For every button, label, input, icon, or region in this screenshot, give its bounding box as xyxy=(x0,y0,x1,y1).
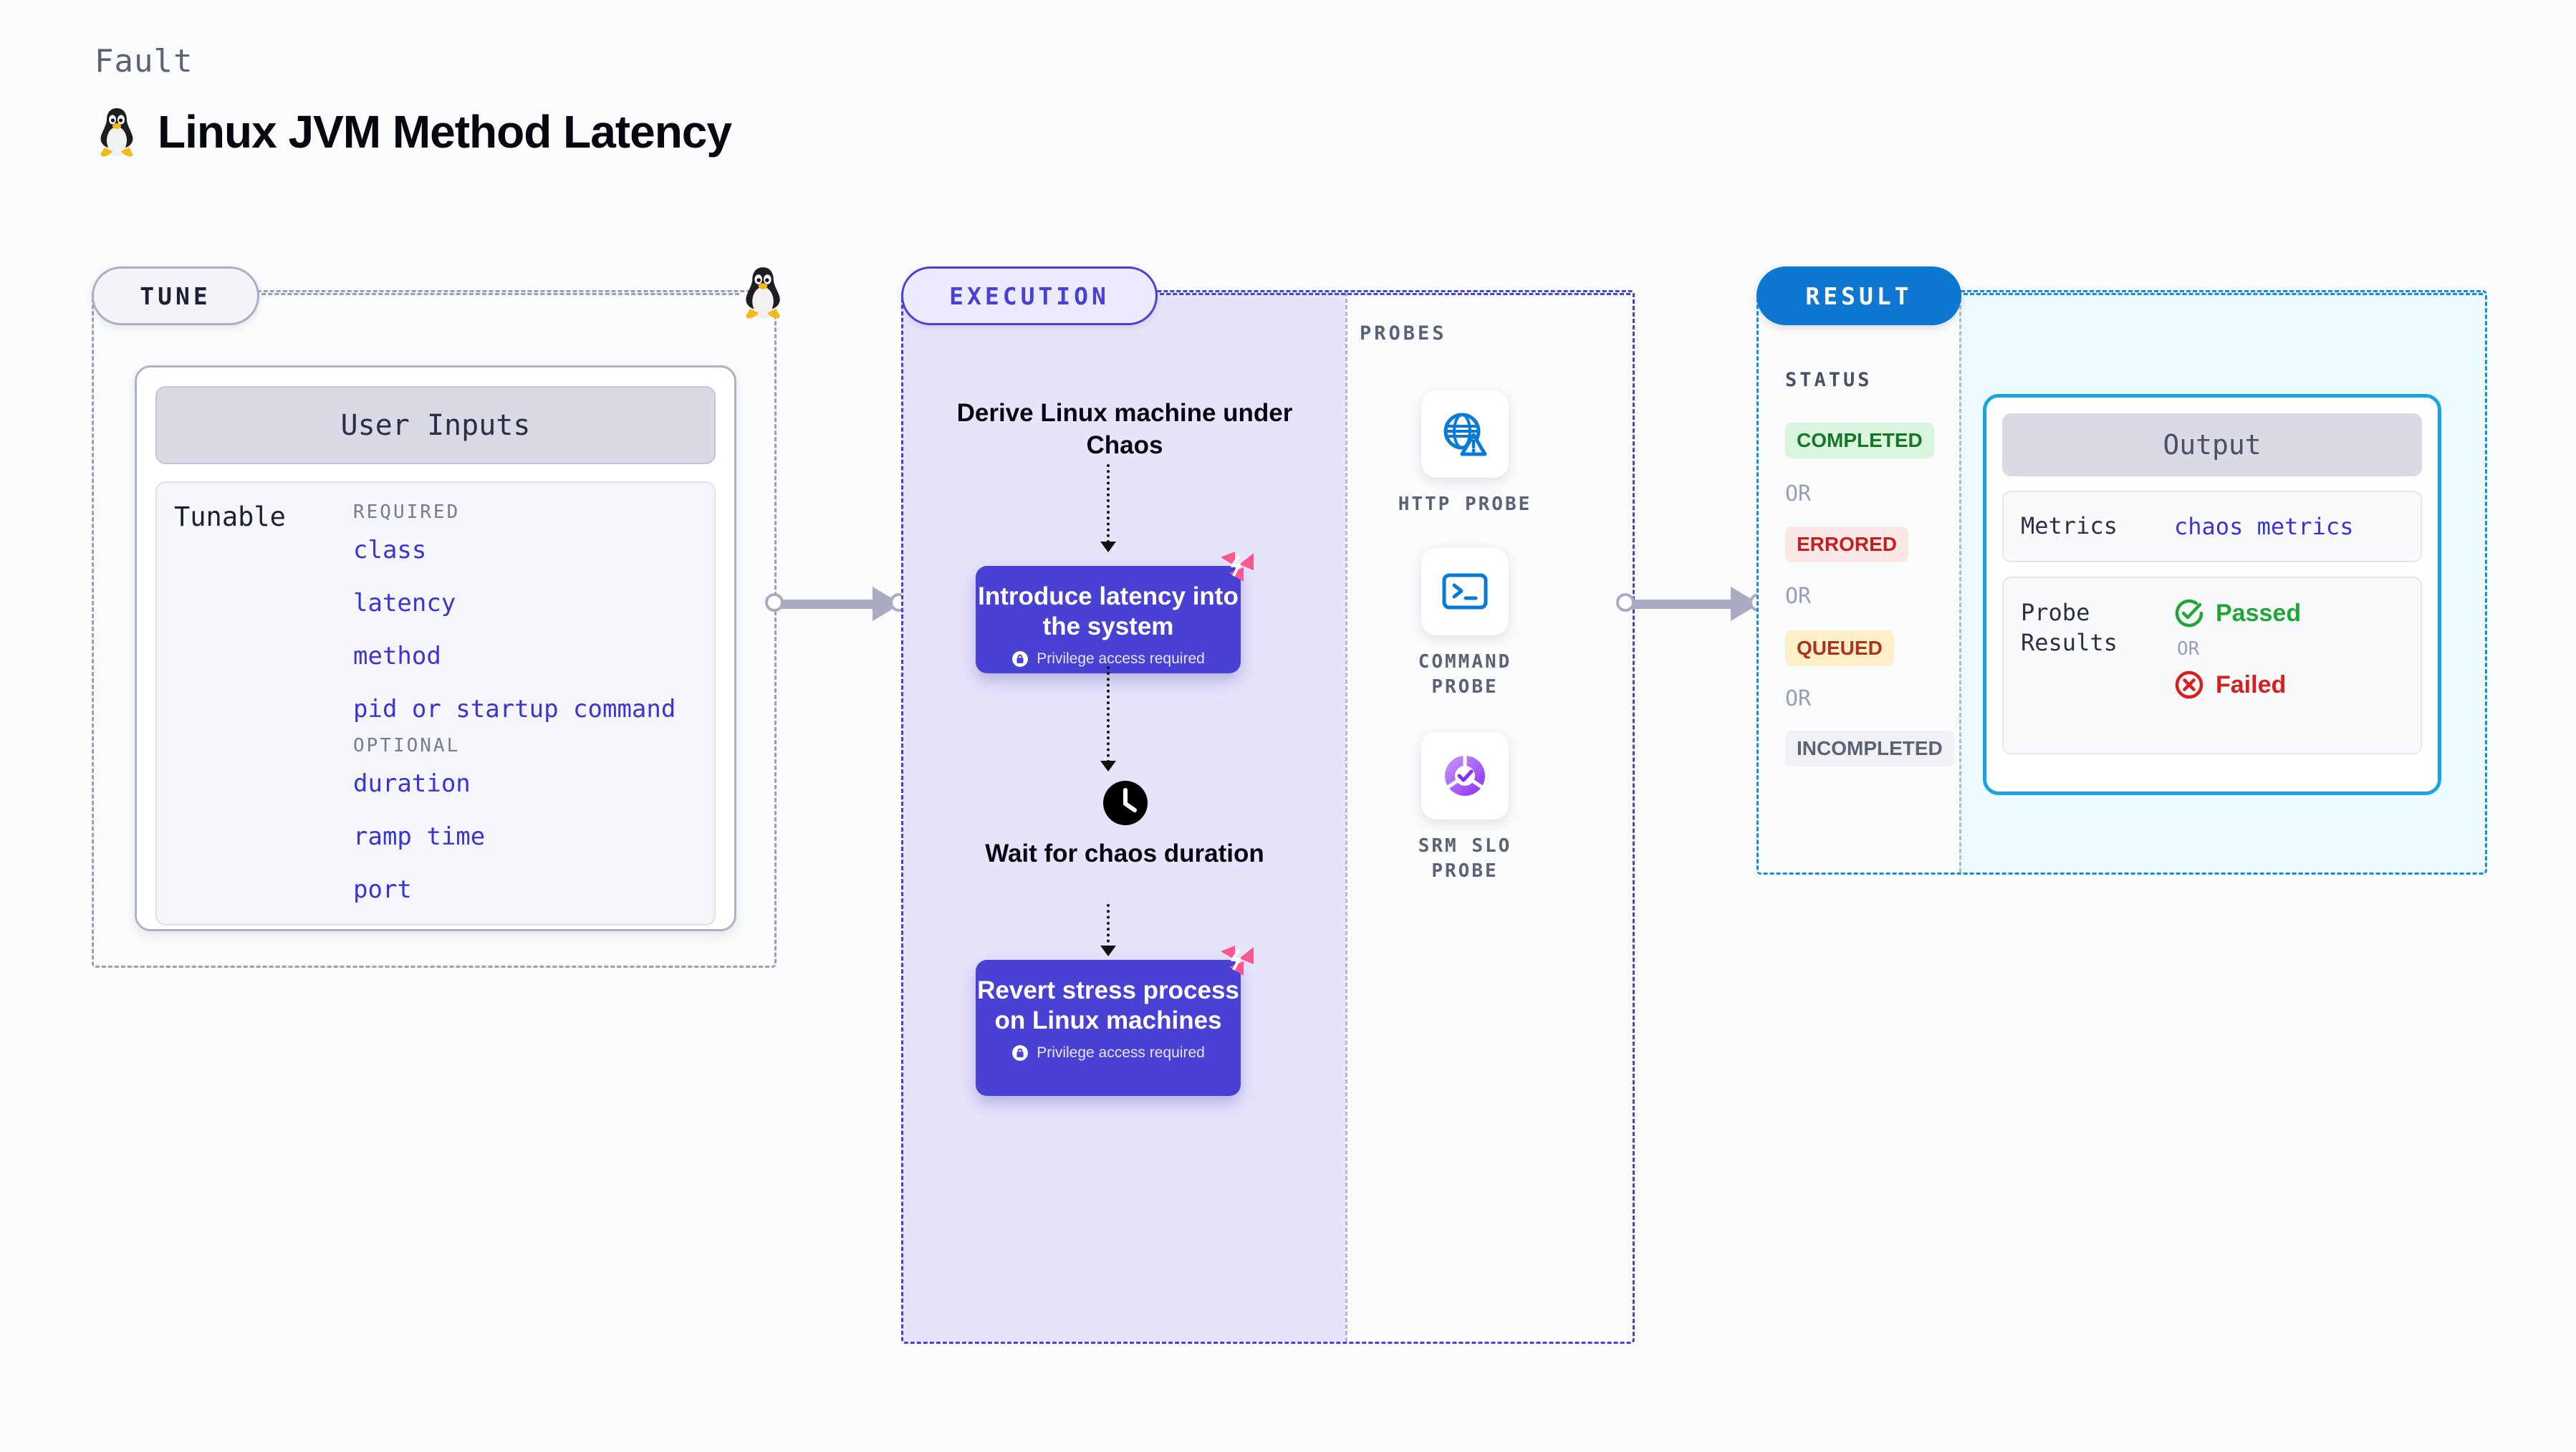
status-badge-queued: QUEUED xyxy=(1785,630,1894,666)
globe-warning-icon xyxy=(1443,413,1487,456)
tunable-item-class[interactable]: class xyxy=(353,536,427,564)
or-separator: OR xyxy=(2177,638,2200,660)
or-separator: OR xyxy=(1785,686,1812,711)
terminal-icon xyxy=(1442,573,1488,610)
tune-to-execution-arrow xyxy=(765,587,908,621)
privilege-note-text: Privilege access required xyxy=(1037,1044,1205,1061)
execution-step-introduce-latency[interactable]: Introduce latency into the system Privil… xyxy=(976,552,1254,673)
user-inputs-card: User Inputs Tunable REQUIRED class laten… xyxy=(135,365,736,931)
privilege-note: Privilege access required xyxy=(976,1044,1241,1062)
tune-pill[interactable]: TUNE xyxy=(92,266,259,325)
metrics-key: Metrics xyxy=(2021,512,2118,540)
probe-srm-slo[interactable]: SRM SLO PROBE xyxy=(1383,732,1547,884)
slo-donut-check-icon xyxy=(1445,754,1485,796)
page-header: Fault Linux JVM Method Latency xyxy=(95,43,732,158)
execution-link-dash xyxy=(1153,293,1630,295)
status-badge-completed: COMPLETED xyxy=(1785,423,1934,458)
metrics-value-link[interactable]: chaos metrics xyxy=(2174,513,2354,540)
execution-step-wait: Wait for chaos duration xyxy=(985,840,1264,867)
group-header-optional: OPTIONAL xyxy=(353,735,461,756)
flow-arrow-1-head xyxy=(1100,542,1116,552)
tune-link-dash xyxy=(255,293,739,295)
privilege-note: Privilege access required xyxy=(976,650,1241,668)
privilege-note-text: Privilege access required xyxy=(1037,650,1205,667)
probe-tile xyxy=(1421,390,1509,478)
probe-results-key: Probe Results xyxy=(2021,599,2118,656)
execution-step-revert-stress[interactable]: Revert stress process on Linux machines … xyxy=(976,946,1254,1096)
harness-logo-icon xyxy=(1221,946,1254,976)
tunable-item-pid-or-startup-command[interactable]: pid or startup command xyxy=(353,695,676,723)
flow-arrow-3 xyxy=(1107,904,1112,948)
step-title: Introduce latency into the system xyxy=(978,582,1239,640)
probe-http[interactable]: HTTP PROBE xyxy=(1383,390,1547,517)
status-divider xyxy=(1959,292,1961,872)
linux-penguin-connector-icon xyxy=(739,265,787,319)
tunable-box: Tunable REQUIRED class latency method pi… xyxy=(155,481,716,925)
lock-icon xyxy=(1012,1045,1029,1061)
probe-results-values: Passed OR Failed xyxy=(2174,598,2301,733)
kicker-label: Fault xyxy=(95,43,193,80)
metrics-row: Metrics chaos metrics xyxy=(2002,491,2422,562)
probes-section-label: PROBES xyxy=(1360,322,1447,345)
passed-label: Passed xyxy=(2216,599,2302,627)
page-title: Linux JVM Method Latency xyxy=(158,106,732,158)
flow-arrow-1 xyxy=(1107,464,1112,543)
probe-label: HTTP PROBE xyxy=(1398,494,1532,515)
group-header-required: REQUIRED xyxy=(353,501,461,523)
probe-tile xyxy=(1421,548,1509,635)
probe-results-row: Probe Results Passed OR Failed xyxy=(2002,577,2422,754)
flow-arrow-3-head xyxy=(1100,946,1116,956)
status-fill xyxy=(1759,292,1959,872)
execution-pill[interactable]: EXECUTION xyxy=(901,266,1158,325)
check-circle-icon xyxy=(2175,599,2203,628)
x-circle-icon xyxy=(2175,670,2203,699)
or-separator: OR xyxy=(1785,584,1812,609)
probe-result-passed: Passed xyxy=(2174,598,2301,628)
tunable-item-duration[interactable]: duration xyxy=(353,769,471,798)
lock-icon xyxy=(1012,651,1029,667)
probe-tile xyxy=(1421,732,1509,819)
status-badge-incompleted: INCOMPLETED xyxy=(1785,731,1954,766)
tunable-item-method[interactable]: method xyxy=(353,642,441,670)
probe-command[interactable]: COMMAND PROBE xyxy=(1383,548,1547,700)
step-title: Revert stress process on Linux machines xyxy=(977,976,1239,1034)
status-badge-errored: ERRORED xyxy=(1785,527,1909,562)
execution-step-derive: Derive Linux machine under Chaos xyxy=(956,399,1293,459)
tune-region xyxy=(92,290,777,968)
clock-icon xyxy=(1103,781,1148,825)
tunable-label: Tunable xyxy=(174,501,286,532)
probe-result-failed: Failed xyxy=(2174,670,2301,700)
probe-label: SRM SLO PROBE xyxy=(1418,835,1512,883)
tunable-list: REQUIRED class latency method pid or sta… xyxy=(353,501,707,924)
status-label: STATUS xyxy=(1785,369,1873,391)
harness-logo-icon xyxy=(1221,552,1254,582)
execution-to-result-arrow xyxy=(1616,587,1768,621)
tunable-item-ramp-time[interactable]: ramp time xyxy=(353,822,486,851)
probe-label: COMMAND PROBE xyxy=(1418,651,1512,698)
result-pill[interactable]: RESULT xyxy=(1756,266,1961,325)
execution-region xyxy=(901,290,1635,1344)
tunable-item-latency[interactable]: latency xyxy=(353,589,456,617)
flow-arrow-2-head xyxy=(1100,761,1116,771)
title-row: Linux JVM Method Latency xyxy=(95,105,732,158)
flow-arrow-2 xyxy=(1107,666,1112,763)
output-card: Output Metrics chaos metrics Probe Resul… xyxy=(1983,394,2441,795)
user-inputs-header: User Inputs xyxy=(155,386,716,464)
or-separator: OR xyxy=(1785,481,1812,506)
tunable-item-port[interactable]: port xyxy=(353,875,412,904)
result-link-dash xyxy=(1957,293,2483,295)
probes-divider xyxy=(1345,292,1347,1342)
failed-label: Failed xyxy=(2216,670,2287,698)
output-header: Output xyxy=(2002,413,2422,476)
linux-penguin-icon xyxy=(100,108,133,157)
